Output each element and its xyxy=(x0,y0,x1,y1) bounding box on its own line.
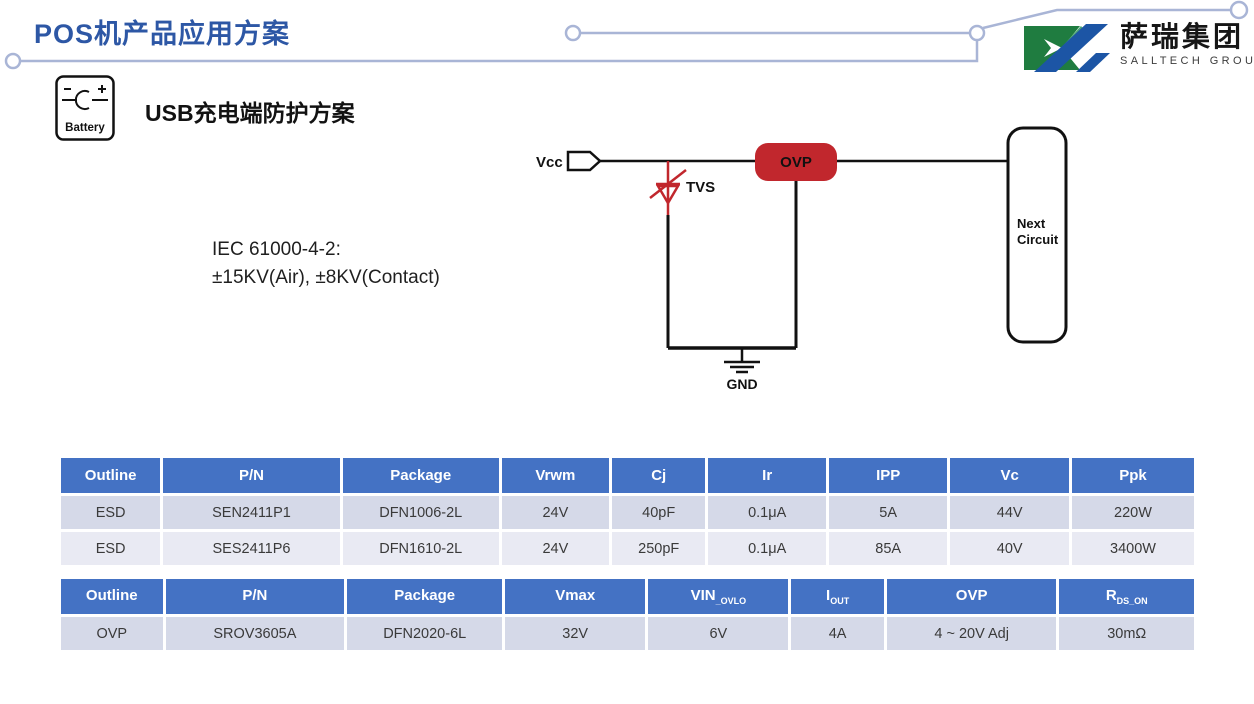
table-cell: ESD xyxy=(57,529,164,568)
col-header: Ppk xyxy=(1068,455,1198,496)
company-logo-icon xyxy=(1024,24,1110,72)
tvs-diode-symbol xyxy=(649,169,687,206)
table-cell: 220W xyxy=(1068,493,1198,532)
table-cell: 30mΩ xyxy=(1056,614,1197,653)
iec-standard-line1: IEC 61000-4-2: xyxy=(212,239,341,260)
ovp-block xyxy=(755,143,837,181)
table-cell: 85A xyxy=(825,529,951,568)
table-cell: OVP xyxy=(58,614,166,653)
ovp-table-header-row: Outline P/N Package Vmax VIN_OVLO IOUT O… xyxy=(58,576,1197,617)
battery-icon: Battery xyxy=(55,75,115,141)
col-header: VIN_OVLO xyxy=(645,576,792,617)
gnd-label: GND xyxy=(726,376,757,392)
table-cell: 40pF xyxy=(608,493,709,532)
tvs-label: TVS xyxy=(686,179,715,196)
iec-standard-text: IEC 61000-4-2: ±15KV(Air), ±8KV(Contact) xyxy=(212,236,440,291)
battery-icon-label: Battery xyxy=(65,122,105,134)
next-circuit-label-line2: Circuit xyxy=(1017,232,1059,247)
next-circuit-block xyxy=(1006,126,1068,344)
col-header: RDS_ON xyxy=(1056,576,1197,617)
ovp-table: Outline P/N Package Vmax VIN_OVLO IOUT O… xyxy=(58,576,1197,653)
col-header: Outline xyxy=(57,455,164,496)
table-cell: 40V xyxy=(947,529,1072,568)
col-header: Ir xyxy=(705,455,829,496)
gnd-symbol xyxy=(724,348,760,374)
esd-table: Outline P/N Package Vrwm Cj Ir IPP Vc Pp… xyxy=(57,455,1198,568)
circuit-diagram: Vcc TVS OVP GND Next Circuit xyxy=(536,126,1068,392)
section-heading: USB充电端防护方案 xyxy=(145,94,355,128)
table-cell: 4A xyxy=(788,614,887,653)
table-cell: ESD xyxy=(57,493,164,532)
col-header: OVP xyxy=(883,576,1060,617)
company-name-cn: 萨瑞集团 xyxy=(1120,21,1245,52)
table-cell: DFN2020-6L xyxy=(344,614,506,653)
table-cell: SES2411P6 xyxy=(160,529,343,568)
col-header: Package xyxy=(339,455,502,496)
table-cell: 0.1μA xyxy=(705,529,829,568)
col-header: Vc xyxy=(947,455,1072,496)
page-title: POS机产品应用方案 xyxy=(34,19,291,49)
table-cell: 24V xyxy=(498,493,612,532)
iec-standard-line2: ±15KV(Air), ±8KV(Contact) xyxy=(212,266,440,288)
section-heading-en: USB xyxy=(145,100,194,126)
table-row: OVP SROV3605A DFN2020-6L 32V 6V 4A 4 ~ 2… xyxy=(58,614,1197,653)
col-header: P/N xyxy=(160,455,343,496)
col-header: IOUT xyxy=(788,576,887,617)
col-header: Cj xyxy=(608,455,709,496)
table-cell: SEN2411P1 xyxy=(160,493,343,532)
vcc-label: Vcc xyxy=(536,154,563,171)
esd-table-header-row: Outline P/N Package Vrwm Cj Ir IPP Vc Pp… xyxy=(57,455,1198,496)
component-tables: Outline P/N Package Vrwm Cj Ir IPP Vc Pp… xyxy=(57,455,1198,653)
table-cell: DFN1610-2L xyxy=(339,529,502,568)
table-cell: 250pF xyxy=(608,529,709,568)
vcc-connector xyxy=(566,150,602,172)
table-cell: 3400W xyxy=(1068,529,1198,568)
col-header: Vmax xyxy=(502,576,649,617)
table-row: ESD SES2411P6 DFN1610-2L 24V 250pF 0.1μA… xyxy=(57,529,1198,568)
company-name-en: SALLTECH GROUP xyxy=(1120,54,1254,67)
table-cell: DFN1006-2L xyxy=(339,493,502,532)
header-decor-lines xyxy=(4,0,1249,70)
table-cell: 0.1μA xyxy=(705,493,829,532)
col-header: IPP xyxy=(825,455,951,496)
company-logo: 萨瑞集团 SALLTECH GROUP xyxy=(1018,21,1254,74)
table-cell: 32V xyxy=(502,614,649,653)
col-header: Outline xyxy=(58,576,166,617)
table-cell: SROV3605A xyxy=(162,614,348,653)
col-header: Package xyxy=(344,576,506,617)
table-row: ESD SEN2411P1 DFN1006-2L 24V 40pF 0.1μA … xyxy=(57,493,1198,532)
table-cell: 24V xyxy=(498,529,612,568)
col-header: P/N xyxy=(162,576,348,617)
table-cell: 5A xyxy=(825,493,951,532)
col-header: Vrwm xyxy=(498,455,612,496)
ovp-label: OVP xyxy=(780,154,812,171)
next-circuit-label-line1: Next xyxy=(1017,216,1046,231)
section-heading-cn: 充电端防护方案 xyxy=(193,101,355,126)
table-cell: 44V xyxy=(947,493,1072,532)
table-cell: 4 ~ 20V Adj xyxy=(883,614,1060,653)
table-cell: 6V xyxy=(645,614,792,653)
